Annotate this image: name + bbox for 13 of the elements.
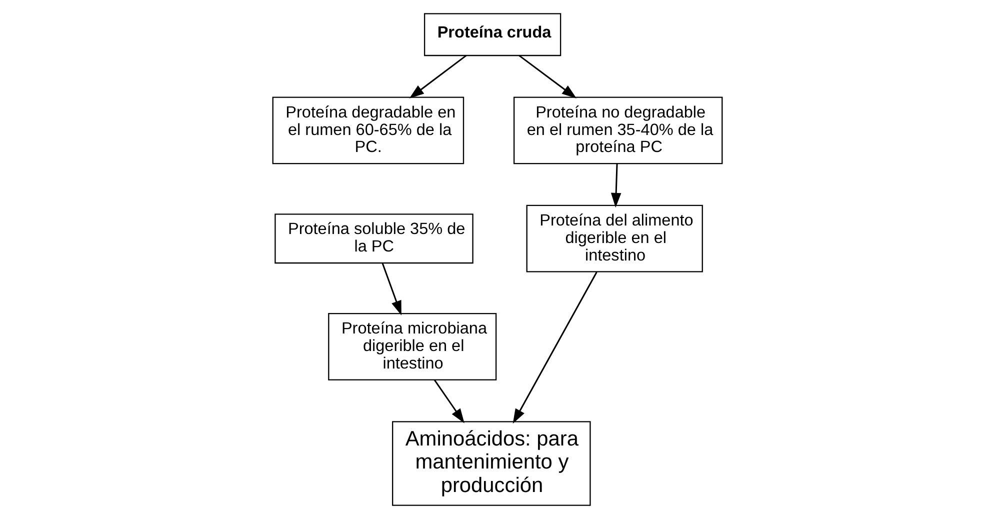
node-box: Proteína no degradable en el rumen 35-40% de la proteína PC (513, 96, 723, 164)
node-box: Proteína microbiana digerible en el intestino (328, 312, 497, 380)
node-box: Proteína degradable en el rumen 60-65% de la PC. (272, 96, 464, 164)
node-box: Proteína del alimento digerible en el intestino (526, 204, 703, 272)
node-box: Proteína cruda (424, 12, 562, 56)
node-box: Proteína soluble 35% de la PC (274, 213, 474, 264)
arrow (409, 54, 467, 98)
arrow (610, 163, 622, 208)
arrow (382, 262, 402, 315)
arrow (434, 379, 464, 423)
node-box: Aminoácidos: para mantenimiento y producción (392, 420, 591, 506)
arrow (512, 271, 598, 424)
arrow (518, 54, 577, 98)
